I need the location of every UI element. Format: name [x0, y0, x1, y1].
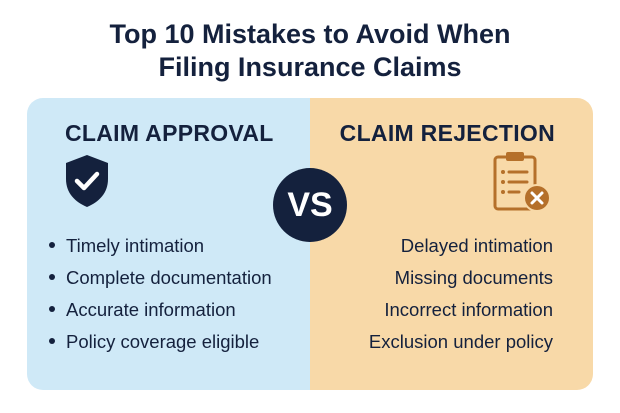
title-line-2: Filing Insurance Claims [158, 52, 462, 82]
page-title: Top 10 Mistakes to Avoid When Filing Ins… [0, 18, 620, 84]
list-item: Missing documents [394, 267, 553, 288]
list-item: Accurate information [49, 294, 272, 326]
versus-badge: VS [273, 168, 347, 242]
list-item: Complete documentation [49, 262, 272, 294]
approval-heading: CLAIM APPROVAL [65, 120, 274, 146]
rejection-panel: CLAIM REJECTION Delayed intimation Missi… [310, 98, 593, 390]
approval-list: Timely intimation Complete documentation… [49, 230, 272, 358]
approval-panel: CLAIM APPROVAL Timely intimation Complet… [27, 98, 310, 390]
list-item: Exclusion under policy [368, 331, 553, 352]
comparison-card: CLAIM APPROVAL Timely intimation Complet… [27, 98, 593, 390]
list-item: Incorrect information [384, 299, 553, 320]
clipboard-reject-icon [493, 152, 551, 212]
list-item: Timely intimation [49, 230, 272, 262]
rejection-list: Delayed intimation Missing documents Inc… [369, 230, 553, 358]
rejection-heading: CLAIM REJECTION [339, 120, 555, 146]
shield-check-icon [66, 155, 108, 207]
title-line-1: Top 10 Mistakes to Avoid When [109, 19, 511, 49]
list-item: Delayed intimation [400, 235, 553, 256]
list-item: Policy coverage eligible [49, 326, 272, 358]
